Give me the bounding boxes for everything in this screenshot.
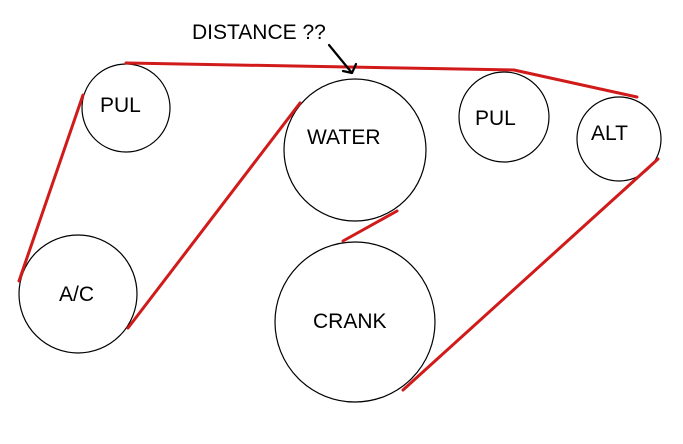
label-pul-right: PUL [475, 107, 516, 130]
pulley-crank [274, 241, 436, 403]
label-ac: A/C [59, 283, 94, 306]
label-water: WATER [307, 126, 381, 149]
distance-annotation: DISTANCE ?? [192, 21, 326, 44]
belt-crank-to-alt-span [401, 157, 660, 392]
pulley-pul-right [458, 71, 550, 163]
pulley-water [283, 78, 427, 222]
arrow-icon [327, 43, 358, 75]
label-pul-left: PUL [100, 94, 141, 117]
pulley-ac [18, 234, 138, 354]
belt-pul-to-ac-span [17, 93, 85, 283]
label-alt: ALT [591, 122, 628, 145]
belt-water-to-crank-span [341, 209, 399, 243]
pulley-alt [576, 96, 662, 182]
belt-top-span [124, 61, 516, 72]
label-crank: CRANK [313, 310, 387, 333]
belt-pul-to-alt-span [512, 68, 639, 99]
belt-ac-to-water-span [126, 101, 302, 330]
